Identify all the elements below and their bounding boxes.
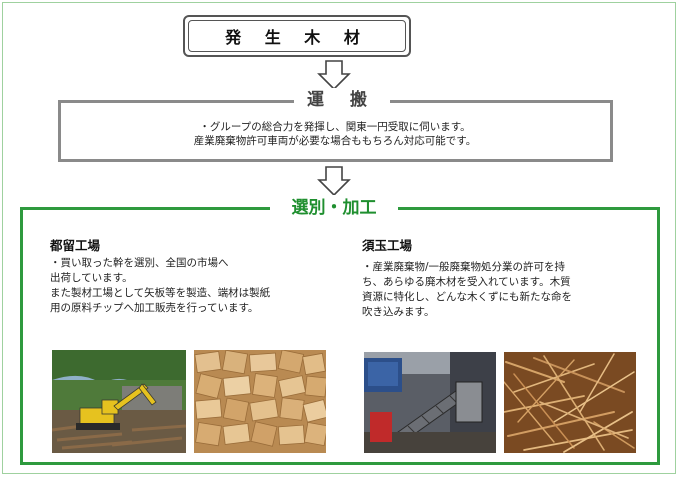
sudama-factory-title: 須玉工場 xyxy=(362,238,413,253)
excavator-photo xyxy=(52,350,186,453)
text-line: ・買い取った幹を選別、全国の市場へ xyxy=(50,257,229,269)
text-line: 用の原料チップへ加工販売を行っています。 xyxy=(50,302,259,314)
transport-line-1: ・グループの総合力を発揮し、関東一円受取に伺います。 xyxy=(199,121,471,133)
wood-chips-photo xyxy=(194,350,326,453)
text-line: ち、あらゆる廃木材を受入れています。木質 xyxy=(362,276,571,288)
text-line: 出荷しています。 xyxy=(50,272,133,284)
text-line: 吹き込みます。 xyxy=(362,306,435,318)
source-box: 発 生 木 材 xyxy=(183,15,411,57)
text-line: また製材工場として矢板等を製造、端材は製紙 xyxy=(50,287,271,299)
transport-description: ・グループの総合力を発揮し、関東一円受取に伺います。 産業廃棄物許可車両が必要な… xyxy=(100,120,570,148)
source-label: 発 生 木 材 xyxy=(188,20,406,52)
wood-shavings-photo xyxy=(504,352,636,453)
text-line: 資源に特化し、どんな木くずにも新たな命を xyxy=(362,291,572,303)
outer-frame xyxy=(2,2,676,474)
machinery-photo xyxy=(364,352,496,453)
tsuru-factory-description: ・買い取った幹を選別、全国の市場へ 出荷しています。 また製材工場として矢板等を… xyxy=(50,256,340,316)
processing-title: 選別・加工 xyxy=(270,195,398,221)
tsuru-factory-title: 都留工場 xyxy=(50,238,101,253)
transport-title: 運 搬 xyxy=(294,88,390,112)
sudama-factory-description: ・産業廃棄物/一般廃棄物処分業の許可を持 ち、あらゆる廃木材を受入れています。木… xyxy=(362,260,652,320)
transport-line-2: 産業廃棄物許可車両が必要な場合ももちろん対応可能です。 xyxy=(193,135,477,147)
text-line: ・産業廃棄物/一般廃棄物処分業の許可を持 xyxy=(362,261,566,273)
down-arrow-icon xyxy=(317,60,351,90)
down-arrow-icon xyxy=(317,166,351,196)
